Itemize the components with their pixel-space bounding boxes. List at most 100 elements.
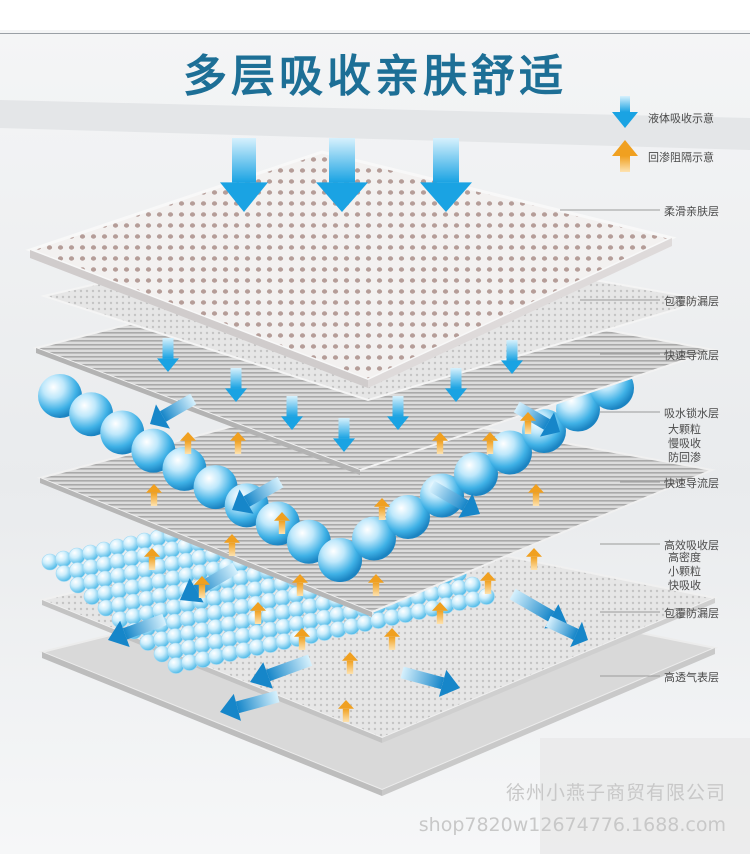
- small-bead: [69, 562, 86, 579]
- absorb-arrow-down: [281, 396, 303, 430]
- small-bead: [370, 612, 387, 629]
- small-bead: [163, 541, 181, 558]
- small-bead: [179, 610, 197, 628]
- small-bead: [274, 589, 291, 607]
- small-bead: [275, 633, 293, 650]
- absorb-arrow-down: [420, 138, 472, 212]
- small-bead: [109, 553, 127, 570]
- small-bead: [221, 645, 239, 662]
- small-bead: [193, 607, 210, 625]
- small-bead: [451, 594, 468, 611]
- block-arrow-up: [432, 432, 448, 454]
- small-bead: [124, 579, 141, 596]
- diffuse-arrow: [220, 690, 280, 721]
- large-bead: [386, 495, 430, 539]
- small-bead: [166, 613, 183, 631]
- small-bead: [138, 590, 155, 608]
- small-bead: [97, 599, 115, 617]
- small-bead: [220, 616, 238, 633]
- diffuse-arrow: [150, 393, 197, 429]
- small-bead: [315, 609, 333, 627]
- small-bead: [234, 627, 252, 645]
- small-bead: [206, 604, 224, 622]
- block-arrow-up: [432, 602, 448, 624]
- large-bead: [488, 430, 532, 475]
- small-bead: [194, 636, 211, 654]
- layer-detail: 高密度 小颗粒 快吸收: [668, 551, 701, 592]
- absorb-arrow-down: [333, 418, 355, 452]
- diffuse-arrow: [232, 476, 284, 514]
- small-bead: [356, 615, 374, 632]
- layer-label: 包覆防漏层: [664, 295, 719, 308]
- layer-label: 快速导流层: [664, 349, 719, 362]
- small-bead: [68, 547, 86, 565]
- small-bead: [111, 596, 128, 614]
- small-bead: [329, 621, 347, 638]
- small-bead: [136, 532, 153, 550]
- block-arrow-up: [180, 432, 196, 454]
- block-arrow-up: [520, 412, 536, 434]
- absorb-arrow-down: [157, 338, 179, 372]
- absorb-arrow-down: [225, 368, 247, 402]
- small-bead: [123, 564, 141, 582]
- diffuse-arrow: [108, 613, 167, 647]
- large-bead: [454, 452, 498, 496]
- small-bead: [151, 573, 168, 590]
- diffuse-arrow: [513, 401, 560, 437]
- legend-up-arrow: [612, 140, 638, 172]
- small-bead: [248, 624, 265, 642]
- small-bead: [248, 639, 266, 656]
- small-bead: [208, 648, 225, 665]
- small-bead: [219, 587, 237, 604]
- block-arrow-up: [230, 432, 246, 454]
- small-bead: [177, 552, 195, 570]
- diffuse-arrow: [250, 654, 313, 689]
- small-bead: [191, 564, 209, 581]
- layer-label: 高效吸收层: [664, 539, 719, 552]
- block-arrow-up: [384, 628, 400, 650]
- small-bead: [316, 624, 333, 641]
- small-bead: [193, 622, 211, 639]
- small-bead: [329, 606, 346, 624]
- small-bead: [96, 556, 113, 573]
- small-bead: [207, 633, 225, 651]
- layer-label: 包覆防漏层: [664, 607, 719, 620]
- watermark-company: 徐州小燕子商贸有限公司: [505, 782, 726, 804]
- layer-1-sheet: [25, 150, 677, 388]
- small-bead: [233, 598, 251, 616]
- small-bead: [124, 593, 142, 611]
- small-bead: [220, 601, 237, 619]
- block-arrow-up: [338, 700, 354, 722]
- small-bead: [194, 651, 212, 668]
- small-bead: [246, 581, 264, 598]
- block-arrow-up: [146, 484, 162, 506]
- layer-label: 快速导流层: [664, 477, 719, 490]
- absorb-arrow-down: [501, 340, 523, 374]
- legend-liquid-absorb: 液体吸收示意: [648, 112, 714, 125]
- small-bead: [234, 613, 251, 630]
- page-title: 多层吸收亲肤舒适: [183, 51, 567, 102]
- diffuse-arrow: [545, 615, 588, 648]
- watermark-url: shop7820w12674776.1688.com: [418, 814, 726, 836]
- legend-down-arrow: [612, 96, 638, 128]
- block-arrow-up: [224, 534, 240, 556]
- small-bead: [464, 591, 482, 608]
- flow-arrows: [108, 138, 588, 722]
- absorb-arrow-down: [445, 368, 467, 402]
- small-bead: [55, 565, 73, 582]
- layer-label: 高透气表层: [664, 671, 719, 684]
- small-bead: [260, 578, 277, 595]
- small-bead: [110, 582, 128, 599]
- small-bead: [125, 608, 142, 625]
- diffuse-arrow: [428, 480, 480, 518]
- small-bead: [383, 609, 401, 626]
- small-bead: [83, 573, 100, 591]
- small-bead: [261, 621, 279, 639]
- small-bead: [167, 642, 184, 660]
- small-bead: [41, 553, 59, 571]
- block-arrow-up: [274, 512, 290, 534]
- absorb-arrow-down: [316, 138, 368, 212]
- absorb-arrow-down: [387, 396, 409, 430]
- small-bead: [167, 657, 185, 674]
